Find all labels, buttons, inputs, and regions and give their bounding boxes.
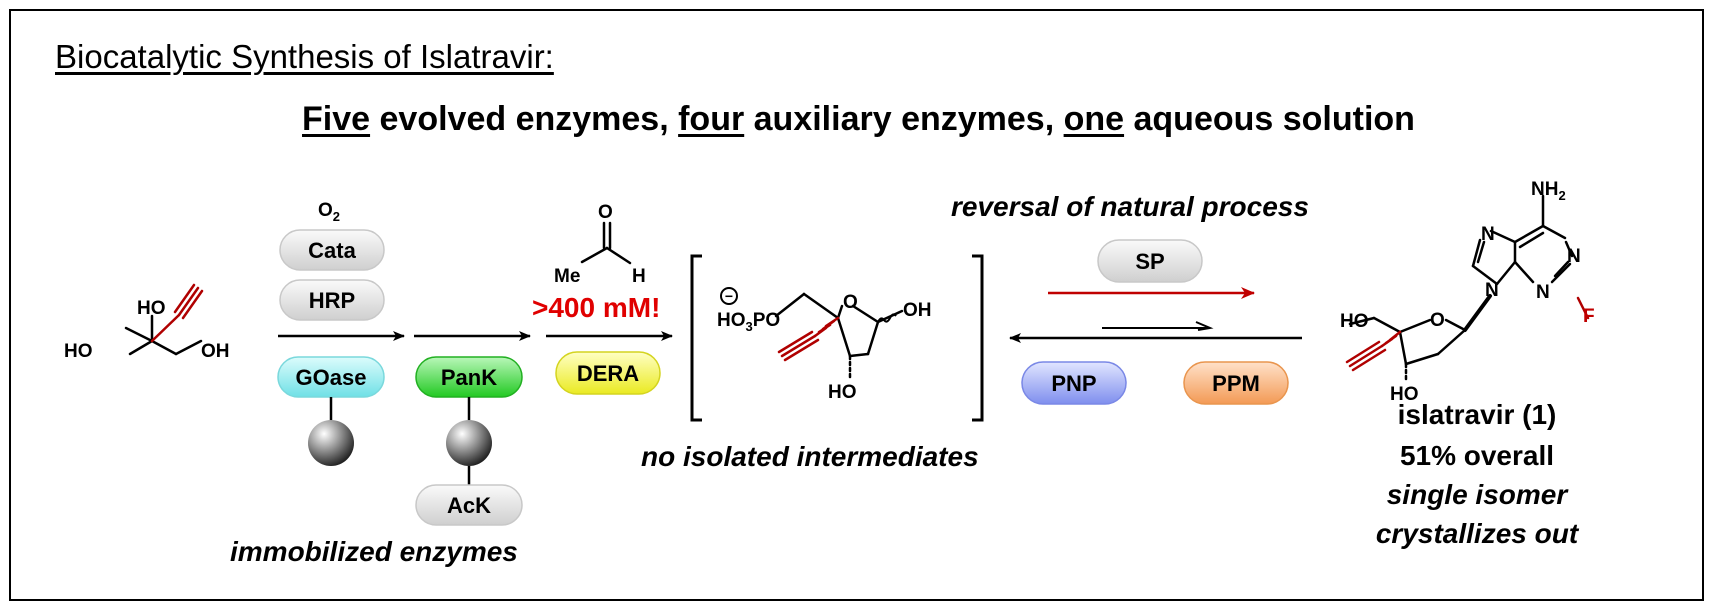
overall-yield: 51% overall [1400,440,1554,471]
hrp-pill [279,279,385,321]
islatravir-fluorine: F [1583,306,1595,327]
concentration-label: >400 mM! [532,292,660,323]
goase-bead [308,420,354,466]
islatravir-n9: N [1485,280,1499,301]
ppm-label: PPM [1212,371,1260,396]
single-isomer-label: single isomer [1387,479,1570,510]
islatravir-n7: N [1481,224,1495,245]
starting-material [124,283,204,356]
cata-label: Cata [308,238,356,263]
dera-pill [555,351,661,395]
cata-pill [279,229,385,271]
no-isolated-label: no isolated intermediates [641,441,979,472]
subtitle-text-3: aqueous solution [1124,100,1415,138]
acetaldehyde-h: H [632,266,646,287]
pnp-label: PNP [1051,371,1096,396]
anomeric-wavy-bond [877,313,897,323]
phosphate-charge: − [725,288,733,304]
islatravir-nh2: NH2 [1531,179,1566,203]
acetaldehyde [580,221,632,265]
intermediate-oh: OH [903,300,932,321]
subtitle-text-1: evolved enzymes, [370,100,679,138]
reversal-label: reversal of natural process [951,191,1309,222]
bracket-left [690,254,702,422]
acetaldehyde-o: O [598,202,613,223]
goase-label: GOase [296,365,367,390]
phosphate-group: HO3PO [717,310,780,334]
equilibrium-forward-head [1195,321,1214,331]
intermediate-structure [774,292,904,382]
crystallizes-label: crystallizes out [1376,518,1580,549]
sm-ho-left: HO [64,341,93,362]
dera-label: DERA [577,361,639,386]
phosphate-charge-circle [720,287,738,305]
subtitle-one: one [1063,100,1125,138]
sm-oh-right: OH [201,341,230,362]
subtitle-text-2: auxiliary enzymes, [744,100,1064,138]
sp-pill [1097,239,1203,283]
subtitle-four: four [678,100,745,138]
acetaldehyde-me: Me [554,266,580,287]
ack-pill [415,484,523,526]
pnp-pill [1021,361,1127,405]
ppm-pill [1183,361,1289,405]
sm-ho-top: HO [137,298,166,319]
ack-label: AcK [447,493,491,518]
subtitle-five: Five [302,100,371,138]
intermediate-ho: HO [828,382,857,403]
islatravir-alkyne [1345,296,1590,372]
hrp-label: HRP [309,288,355,313]
intermediate-ring-o: O [843,292,858,313]
islatravir-n1: N [1567,246,1581,267]
figure-title: Biocatalytic Synthesis of Islatravir: [55,38,554,75]
islatravir-n3: N [1536,282,1550,303]
immobilized-label: immobilized enzymes [230,536,518,567]
reagent-o2: O2 [318,200,340,224]
islatravir-ring-o: O [1430,310,1445,331]
islatravir-ho-bottom: HO [1390,384,1419,405]
intermediate-alkyne [777,316,840,362]
islatravir-structure [1348,194,1574,384]
sp-label: SP [1135,249,1164,274]
islatravir-ho-top: HO [1340,311,1369,332]
pank-bead [446,420,492,466]
product-name: islatravir (1) [1398,399,1557,430]
figure-frame [9,9,1704,601]
figure-subtitle: Five evolved enzymes, four auxiliary enz… [0,100,1717,139]
bracket-right [972,254,984,422]
pank-label: PanK [441,365,497,390]
